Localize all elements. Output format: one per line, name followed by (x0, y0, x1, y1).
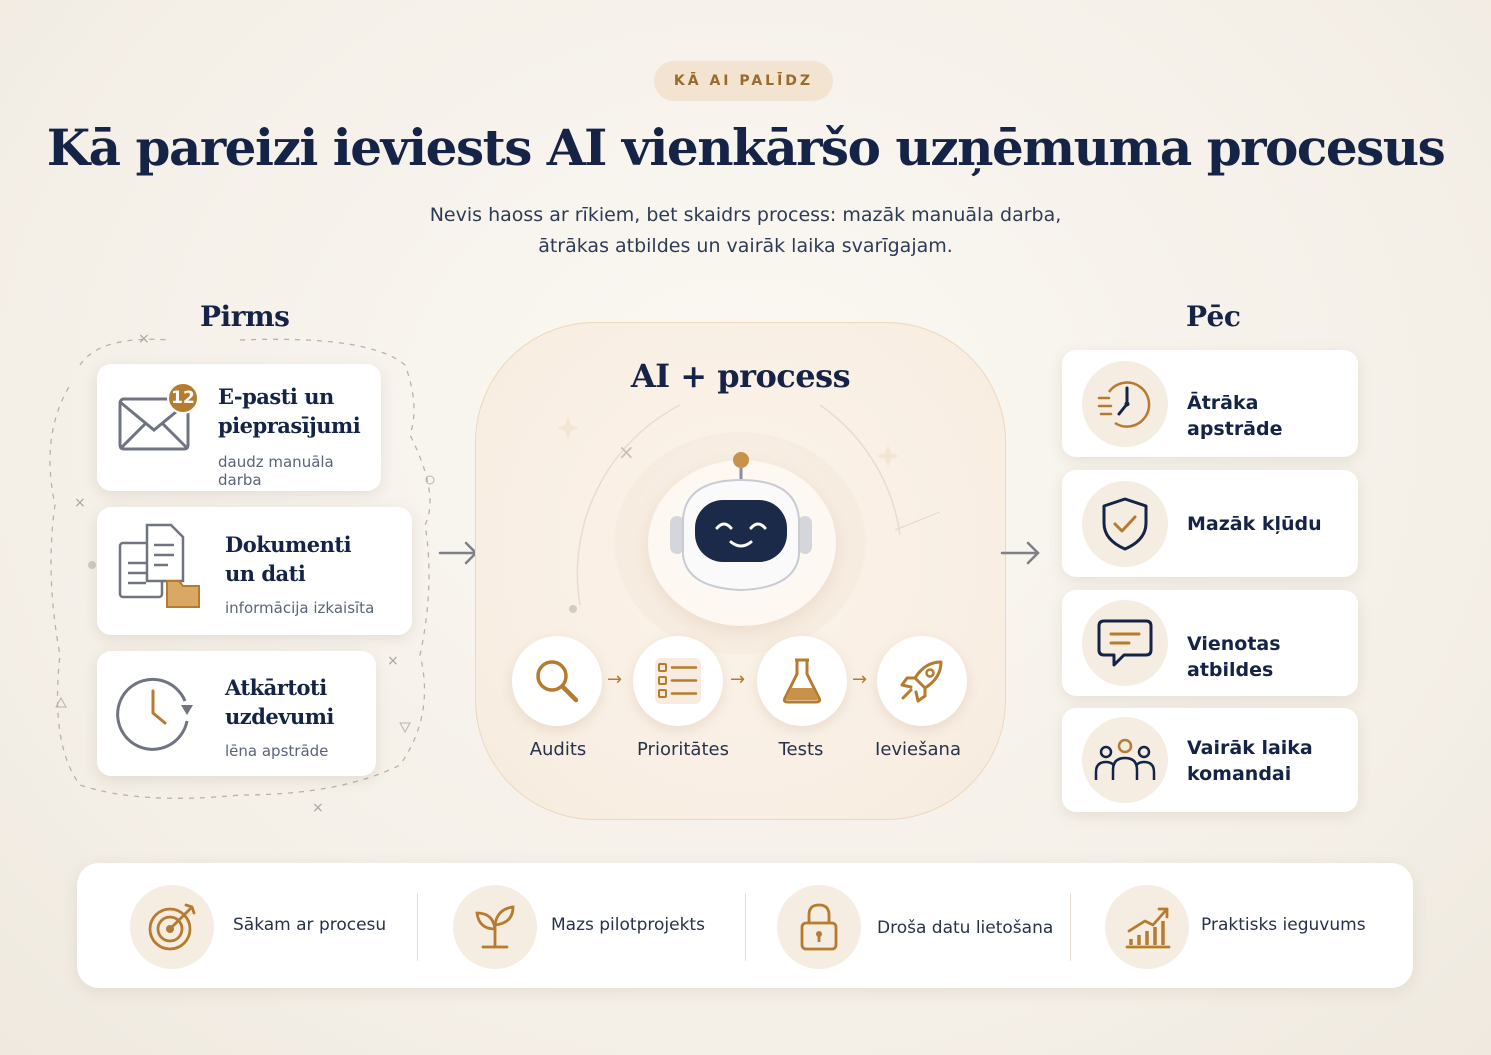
card-title: Vienotas atbildes (1187, 633, 1281, 681)
chat-icon (1082, 600, 1168, 686)
robot-icon (670, 452, 812, 592)
subtitle-line-1: Nevis haoss ar rīkiem, bet skaidrs proce… (429, 204, 1062, 226)
section-badge: KĀ AI PALĪDZ (654, 61, 833, 101)
divider (1070, 893, 1071, 961)
before-card-repeat: Atkārtoti uzdevumi lēna apstrāde (97, 651, 376, 776)
rocket-icon (900, 660, 943, 703)
target-icon (130, 885, 214, 969)
card-title: E-pasti un pieprasījumi (218, 384, 361, 438)
card-title: Dokumenti un dati (225, 532, 352, 586)
step-label: Ieviešana (875, 739, 961, 760)
decorative-dashed-outline: × × × × (49, 331, 435, 816)
arrow-right-icon (438, 541, 478, 565)
clock-icon (116, 677, 193, 751)
card-title: Vairāk laika komandai (1187, 737, 1313, 785)
unread-count-badge: 12 (167, 382, 199, 414)
lock-icon (777, 885, 861, 969)
step-audit (512, 636, 602, 726)
subtitle-line-2: ātrākas atbildes un vairāk laika svarīga… (538, 235, 953, 257)
principles-bar: Sākam ar procesu Mazs pilotprojekts Droš… (77, 863, 1413, 988)
card-subtitle: daudz manuāla darba (218, 453, 334, 489)
after-card-faster: Ātrāka apstrāde (1062, 350, 1358, 457)
center-heading: AI + process (630, 357, 851, 395)
flask-icon (782, 658, 822, 704)
step-label: Tests (778, 739, 824, 760)
fast-clock-icon (1082, 361, 1168, 447)
principle-label: Droša datu lietošana (877, 918, 1054, 938)
after-card-unified-answers: Vienotas atbildes (1062, 590, 1358, 696)
list-icon (655, 658, 701, 704)
after-card-fewer-errors: Mazāk kļūdu (1062, 470, 1358, 577)
step-implementation (877, 636, 967, 726)
step-priorities (633, 636, 723, 726)
step-arrow-icon: → (730, 669, 746, 690)
svg-text:×: × (387, 653, 399, 669)
step-tests (757, 636, 847, 726)
decorative-orbits: × (557, 404, 940, 613)
shield-check-icon (1082, 481, 1168, 567)
before-card-documents: Dokumenti un dati informācija izkaisīta (97, 507, 412, 635)
magnifier-icon (536, 660, 579, 703)
page-subtitle: Nevis haoss ar rīkiem, bet skaidrs proce… (0, 200, 1491, 262)
before-heading: Pirms (200, 300, 290, 333)
step-label: Prioritātes (637, 739, 729, 760)
after-card-more-time: Vairāk laika komandai (1062, 708, 1358, 812)
principle-label: Sākam ar procesu (233, 915, 387, 935)
step-label: Audits (529, 739, 587, 760)
svg-text:×: × (618, 440, 635, 464)
before-card-email: 12 E-pasti un pieprasījumi daudz manuāla… (97, 364, 381, 491)
step-arrow-icon: → (607, 669, 623, 690)
card-title: Atkārtoti uzdevumi (225, 675, 334, 729)
card-subtitle: informācija izkaisīta (225, 599, 375, 617)
svg-text:×: × (312, 800, 324, 816)
step-arrow-icon: → (852, 669, 868, 690)
sprout-icon (453, 885, 537, 969)
page-title: Kā pareizi ieviests AI vienkāršo uzņēmum… (46, 118, 1446, 177)
documents-icon (118, 523, 200, 608)
team-icon (1082, 717, 1168, 803)
card-title: Ātrāka apstrāde (1187, 392, 1283, 440)
after-heading: Pēc (1186, 300, 1241, 333)
svg-text:×: × (74, 495, 86, 511)
arrow-right-icon (1000, 541, 1040, 565)
divider (745, 893, 746, 961)
principle-label: Praktisks ieguvums (1201, 915, 1366, 935)
card-title: Mazāk kļūdu (1187, 513, 1322, 535)
divider (417, 893, 418, 961)
card-subtitle: lēna apstrāde (225, 742, 329, 760)
principle-label: Mazs pilotprojekts (551, 915, 705, 935)
growth-chart-icon (1105, 885, 1189, 969)
svg-text:×: × (138, 331, 150, 347)
